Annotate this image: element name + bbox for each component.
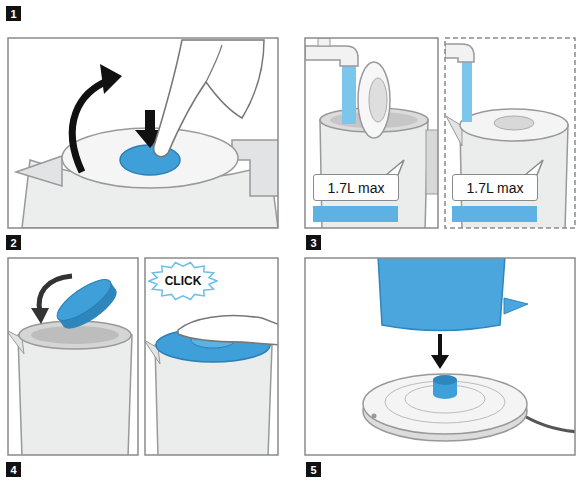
panel-frame xyxy=(8,38,278,228)
hand xyxy=(178,316,278,345)
kettle-body xyxy=(18,335,132,455)
click-burst: CLICK xyxy=(148,261,218,301)
kettle-spout xyxy=(16,156,62,186)
panel-frame xyxy=(305,258,575,455)
step-number: 4 xyxy=(6,462,21,477)
hand-detail xyxy=(206,45,222,82)
panel-fill-spout xyxy=(445,44,568,228)
kettle-switch xyxy=(504,298,528,314)
panel-place-base xyxy=(363,258,575,441)
step-number: 5 xyxy=(306,462,321,477)
kettle-handle xyxy=(426,130,438,194)
panel-open-lid xyxy=(16,40,278,228)
kettle-spout xyxy=(446,116,462,146)
kettle-lid xyxy=(460,109,568,141)
open-lid xyxy=(358,62,390,138)
water-tap xyxy=(445,44,474,62)
down-arrow xyxy=(438,334,442,358)
panel-fill-lid xyxy=(305,38,438,228)
step-number: 3 xyxy=(306,235,321,250)
water-stream xyxy=(462,62,472,122)
press-arrow xyxy=(145,110,155,132)
panel-frame-dashed xyxy=(445,38,575,228)
node-text: 1.7L max xyxy=(327,180,384,196)
water-stream xyxy=(342,66,356,124)
step-number: 2 xyxy=(6,235,21,250)
water-tap xyxy=(305,46,358,66)
lid-button xyxy=(120,145,180,175)
capacity-callout: 1.7L max xyxy=(452,174,538,201)
capacity-callout: 1.7L max xyxy=(313,174,399,201)
water-level-bar xyxy=(313,206,398,222)
node-text: CLICK xyxy=(165,274,202,288)
blue-kettle xyxy=(378,258,505,331)
base-ring xyxy=(385,381,505,423)
closing-arrow xyxy=(39,276,72,312)
kettle-handle xyxy=(232,140,278,196)
blue-lid xyxy=(51,273,116,328)
panel-frame xyxy=(305,38,438,228)
power-base xyxy=(363,374,527,434)
callout-pointer xyxy=(386,160,404,175)
lid-button xyxy=(494,116,534,130)
opening-arrow xyxy=(72,80,110,172)
panel-frame xyxy=(8,258,138,455)
step-number: 1 xyxy=(6,6,21,21)
lid-button xyxy=(369,78,387,122)
connector-top xyxy=(433,375,457,385)
panel-frame xyxy=(145,258,278,455)
arrow-head xyxy=(100,64,122,94)
node-text: 1.7L max xyxy=(466,180,523,196)
connector-bottom xyxy=(433,389,457,399)
kettle-opening xyxy=(31,326,119,344)
arrow-head xyxy=(431,355,449,369)
kettle-lid xyxy=(62,128,238,188)
starburst-shape xyxy=(149,263,217,300)
water-level-bar xyxy=(452,206,537,222)
arrow-head xyxy=(31,308,49,324)
panel-press-lid xyxy=(145,316,278,455)
base-ring xyxy=(405,385,485,413)
callout-pointer xyxy=(525,160,543,175)
tap-knob xyxy=(318,38,330,46)
hand xyxy=(154,40,264,157)
panel-close-lid xyxy=(8,273,132,455)
base-indicator xyxy=(372,414,377,419)
